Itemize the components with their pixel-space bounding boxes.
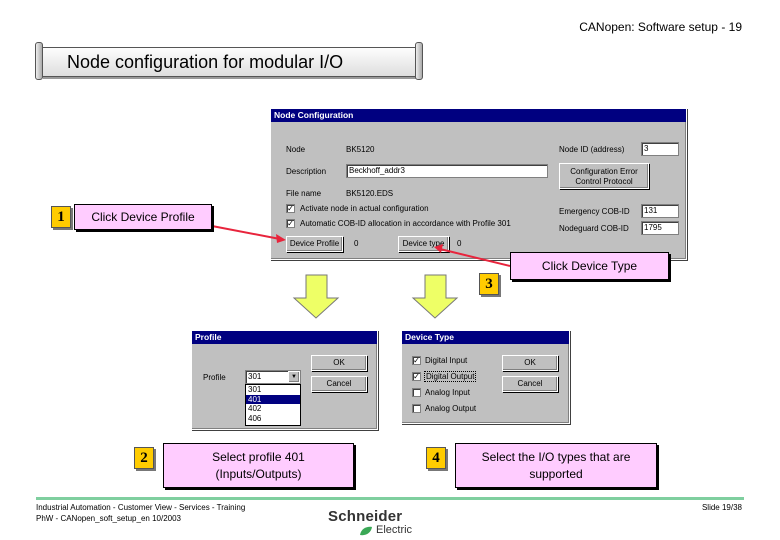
profile-dialog-title: Profile	[192, 331, 377, 344]
schneider-electric-logo: Schneider Electric	[328, 508, 424, 538]
auto-cob-id-label: Automatic COB-ID allocation in accordanc…	[300, 219, 511, 228]
title-banner: Node configuration for modular I/O	[35, 42, 423, 80]
profile-label: Profile	[203, 373, 226, 382]
digital-input-checkbox[interactable]: ✓	[412, 356, 421, 365]
callout-select-profile: Select profile 401 (Inputs/Outputs)	[163, 443, 354, 488]
emergency-cob-id-field[interactable]: 131	[641, 204, 679, 218]
device-profile-button[interactable]: Device Profile	[286, 236, 343, 252]
step-4-badge: 4	[426, 447, 446, 469]
digital-input-label: Digital Input	[425, 356, 468, 365]
slide-header: CANopen: Software setup - 19	[579, 20, 742, 34]
pointer-line-device-profile	[211, 225, 286, 243]
step-3-badge: 3	[479, 273, 499, 295]
callout-click-device-type: Click Device Type	[510, 252, 669, 280]
device-type-dialog: Device Type ✓ Digital Input ✓ Digital Ou…	[401, 330, 570, 424]
config-error-control-button[interactable]: Configuration Error Control Protocol	[559, 163, 649, 189]
profile-selected-value: 301	[248, 372, 262, 381]
profile-dialog: Profile Profile 301 ▼ 301 401 402 406 OK…	[191, 330, 378, 430]
analog-input-label: Analog Input	[425, 388, 470, 397]
device-type-cancel-button[interactable]: Cancel	[502, 376, 558, 392]
page-title: Node configuration for modular I/O	[67, 52, 344, 72]
activate-node-label: Activate node in actual configuration	[300, 204, 429, 213]
callout-click-device-profile: Click Device Profile	[74, 204, 212, 230]
digital-output-checkbox[interactable]: ✓	[412, 372, 421, 381]
emergency-cob-id-label: Emergency COB-ID	[559, 207, 630, 216]
auto-cob-id-checkbox[interactable]: ✓	[286, 219, 295, 228]
analog-output-label: Analog Output	[425, 404, 477, 413]
node-id-field[interactable]: 3	[641, 142, 679, 156]
node-configuration-dialog: Node Configuration Node BK5120 Descripti…	[270, 108, 687, 260]
device-profile-value: 0	[354, 239, 359, 248]
profile-ok-button[interactable]: OK	[311, 355, 367, 371]
node-configuration-title: Node Configuration	[271, 109, 686, 122]
analog-input-checkbox[interactable]	[412, 388, 421, 397]
profile-cancel-button[interactable]: Cancel	[311, 376, 367, 392]
slide-number: Slide 19/38	[701, 503, 742, 512]
nodeguard-cob-id-label: Nodeguard COB-ID	[559, 224, 629, 233]
logo-name: Schneider	[328, 508, 403, 525]
profile-option[interactable]: 406	[248, 413, 262, 423]
file-name-label: File name	[286, 189, 322, 198]
down-arrow-profile	[292, 274, 340, 319]
pointer-line-device-type	[434, 244, 511, 267]
digital-output-label: Digital Output	[424, 371, 477, 382]
step-1-badge: 1	[51, 206, 71, 228]
leaf-icon	[360, 526, 372, 536]
profile-option-selected[interactable]: 401	[246, 394, 300, 404]
analog-output-checkbox[interactable]	[412, 404, 421, 413]
down-arrow-device-type	[411, 274, 459, 319]
profile-options-list: 301 401 402 406	[245, 384, 301, 426]
node-value: BK5120	[346, 145, 375, 154]
nodeguard-cob-id-field[interactable]: 1795	[641, 221, 679, 235]
description-label: Description	[286, 167, 327, 176]
device-type-dialog-title: Device Type	[402, 331, 569, 344]
footer-line-1: Industrial Automation - Customer View - …	[36, 503, 246, 512]
callout-select-io-types: Select the I/O types that are supported	[455, 443, 657, 488]
footer-line-2: PhW - CANopen_soft_setup_en 10/2003	[36, 514, 181, 523]
footer-rule	[36, 497, 744, 500]
profile-option[interactable]: 402	[248, 404, 262, 413]
step-2-badge: 2	[134, 447, 154, 469]
profile-select[interactable]: 301 ▼	[245, 370, 301, 384]
device-type-value: 0	[457, 239, 462, 248]
logo-subtitle: Electric	[376, 524, 413, 536]
chevron-down-icon[interactable]: ▼	[288, 371, 300, 383]
profile-option[interactable]: 301	[248, 385, 262, 394]
node-id-label: Node ID (address)	[559, 145, 625, 154]
description-field[interactable]: Beckhoff_addr3	[346, 164, 548, 178]
node-label: Node	[286, 145, 306, 154]
activate-node-checkbox[interactable]: ✓	[286, 204, 295, 213]
file-name-value: BK5120.EDS	[346, 189, 394, 198]
device-type-ok-button[interactable]: OK	[502, 355, 558, 371]
